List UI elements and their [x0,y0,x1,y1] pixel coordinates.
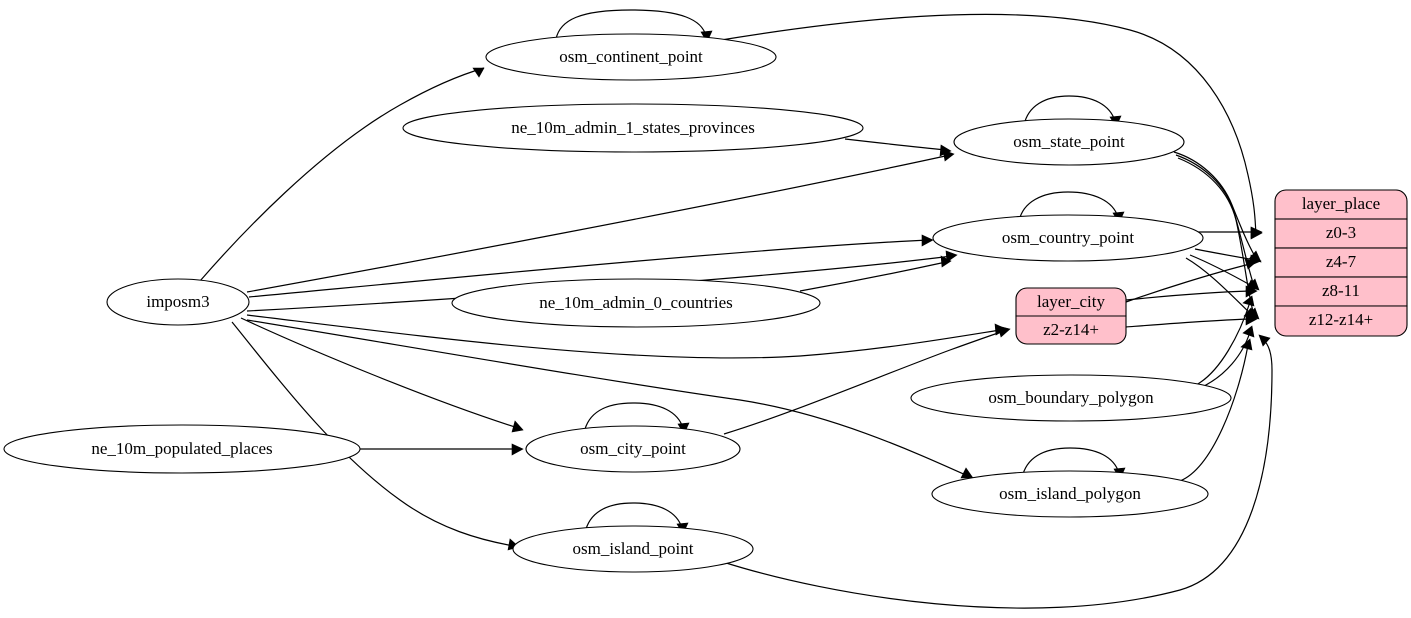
edge-layer_city-to-layer_place-z8-11 [1125,285,1258,301]
edge-ne_states_provinces-to-osm_state_point [844,138,952,157]
edge-imposm3-to-osm_city_point [240,317,524,433]
node-ne_10m_admin_0_countries[interactable]: ne_10m_admin_0_countries [451,278,821,328]
node-osm_state_point[interactable]: osm_state_point [953,118,1185,166]
edge-osm_boundary_polygon-to-layer_place-z12-z14 [1199,325,1255,389]
edge-osm_island_polygon-to-layer_place-z12-z14 [1179,338,1253,482]
edge-osm_country_point-to-layer_place-z12-z14 [1185,257,1257,319]
node-layer: imposm3 osm_continent_point ne_10m_admin… [3,33,1408,573]
node-ne_10m_populated_places[interactable]: ne_10m_populated_places [3,424,361,474]
node-osm_island_polygon[interactable]: osm_island_polygon [931,470,1209,518]
record-node-layer_city[interactable]: layer_city z2-z14+ [1015,287,1127,345]
edge-imposm3-to-osm_continent_point [199,67,485,282]
node-osm_continent_point[interactable]: osm_continent_point [485,33,777,81]
node-ne_10m_admin_1_states_provinces[interactable]: ne_10m_admin_1_states_provinces [402,103,864,153]
edge-ne_admin_0_countries-to-osm_country_point [799,255,952,292]
node-imposm3[interactable]: imposm3 [106,278,250,326]
node-osm_boundary_polygon[interactable]: osm_boundary_polygon [910,374,1232,422]
edge-imposm3-to-osm_country_point [248,234,934,298]
node-osm_island_point[interactable]: osm_island_point [512,525,754,573]
edge-ne_populated_places-to-osm_city_point [360,443,524,456]
edge-osm_island_point-to-layer_place-z12-z14 [722,334,1273,609]
edge-osm_boundary_polygon-to-layer_place-z8-11 [1195,295,1255,386]
node-osm_country_point[interactable]: osm_country_point [932,214,1204,262]
edge-imposm3-to-osm_island_polygon [246,319,974,479]
record-node-layer_place[interactable]: layer_place z0-3 z4-7 z8-11 z12-z14+ [1274,189,1408,337]
edge-layer_city-to-layer_place-z12-z14 [1125,313,1258,328]
edge-osm_state_point-to-layer_place-z8-11 [1175,154,1260,291]
edge-osm_city_point-to-layer_city [723,325,1011,435]
node-osm_city_point[interactable]: osm_city_point [525,425,741,473]
edge-imposm3-to-osm_state_point [246,149,955,293]
edge-osm_country_point-to-layer_place-z0-3 [1198,226,1263,239]
edge-layer_city-to-layer_place-z4-7 [1125,258,1257,303]
